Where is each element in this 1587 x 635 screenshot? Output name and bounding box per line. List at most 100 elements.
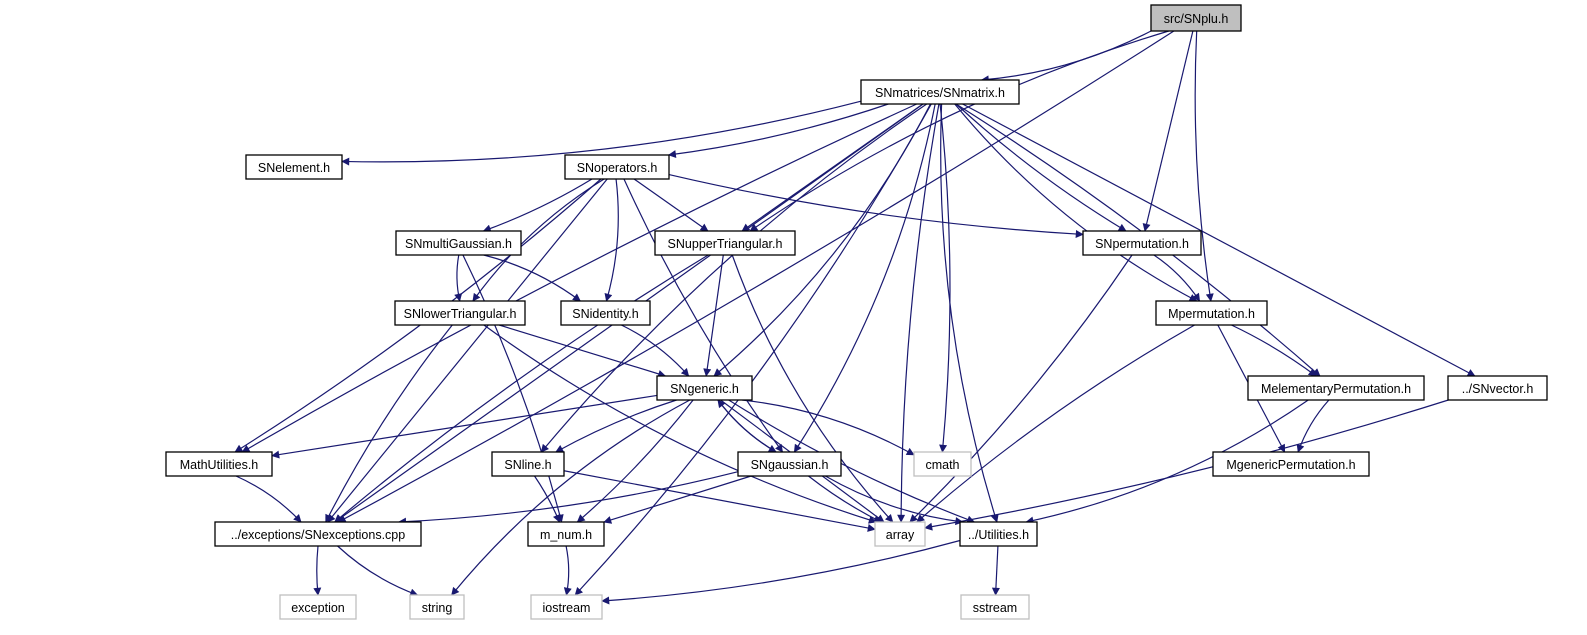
node-box[interactable]	[656, 375, 753, 401]
node-snvector[interactable]: ../SNvector.h	[1447, 375, 1548, 401]
node-box[interactable]	[860, 79, 1020, 105]
edge-snline-to-mnum	[534, 475, 561, 523]
edge-snidentity-to-sngeneric	[621, 324, 690, 377]
node-box[interactable]	[491, 451, 565, 477]
node-sstream[interactable]: sstream	[960, 594, 1030, 620]
node-box[interactable]	[1447, 375, 1548, 401]
node-label: MelementaryPermutation.h	[1261, 382, 1411, 396]
edge-snlowertriangular-to-array	[483, 324, 877, 524]
node-snelement[interactable]: SNelement.h	[245, 154, 343, 180]
node-label: ../exceptions/SNexceptions.cpp	[231, 528, 405, 542]
node-box[interactable]	[1155, 300, 1268, 326]
edge-sngaussian-to-array	[808, 475, 882, 523]
edge-sngeneric-to-utilities	[728, 399, 976, 524]
node-snuppertriangular[interactable]: SNupperTriangular.h	[654, 230, 796, 256]
edge-snplu-to-snpermutation	[1142, 30, 1194, 232]
edge-snmatrix-to-mpermutation	[954, 103, 1198, 302]
node-label: SNmatrices/SNmatrix.h	[875, 86, 1005, 100]
node-label: SNupperTriangular.h	[668, 237, 783, 251]
node-label: ../SNvector.h	[1462, 382, 1534, 396]
edge-sngeneric-to-string	[451, 399, 691, 596]
edge-utilities-to-iostream	[601, 539, 961, 605]
edge-snmatrix-to-mathutilities	[241, 103, 917, 453]
node-label: SNelement.h	[258, 161, 330, 175]
edge-snuppertriangular-to-sngeneric	[703, 254, 724, 377]
edge-snpermutation-to-array	[909, 254, 1133, 523]
node-box[interactable]	[214, 521, 422, 547]
node-box[interactable]	[1247, 375, 1425, 401]
edge-melementary-to-mgeneric	[1296, 399, 1330, 453]
edge-snplu-to-snmatrix	[980, 30, 1152, 84]
node-label: m_num.h	[540, 528, 592, 542]
node-utilities[interactable]: ../Utilities.h	[959, 521, 1038, 547]
edge-snmultigaussian-to-mnum	[462, 254, 564, 523]
edge-sngeneric-to-sngaussian	[717, 399, 777, 453]
node-snmatrix[interactable]: SNmatrices/SNmatrix.h	[860, 79, 1020, 105]
node-label: exception	[291, 601, 345, 615]
node-box[interactable]	[564, 154, 670, 180]
edge-snuppertriangular-to-array	[731, 254, 894, 523]
node-array[interactable]: array	[874, 521, 926, 547]
node-box[interactable]	[960, 594, 1030, 620]
node-box[interactable]	[527, 521, 605, 547]
node-snlowertriangular[interactable]: SNlowerTriangular.h	[394, 300, 526, 326]
node-exception[interactable]: exception	[279, 594, 357, 620]
edge-snexceptions-to-string	[337, 545, 419, 597]
node-snmultigaussian[interactable]: SNmultiGaussian.h	[395, 230, 522, 256]
node-box[interactable]	[165, 451, 273, 477]
node-iostream[interactable]: iostream	[530, 594, 603, 620]
edge-sngeneric-to-mnum	[576, 399, 694, 523]
edge-mathutilities-to-snexceptions	[235, 475, 302, 523]
node-box[interactable]	[245, 154, 343, 180]
edge-snmatrix-to-cmath	[939, 103, 951, 453]
edge-snexceptions-to-exception	[313, 545, 322, 596]
node-box[interactable]	[409, 594, 465, 620]
node-box[interactable]	[874, 521, 926, 547]
node-box[interactable]	[1150, 4, 1242, 32]
node-snoperators[interactable]: SNoperators.h	[564, 154, 670, 180]
edge-sngaussian-to-snexceptions	[398, 471, 739, 526]
edge-snplu-to-mpermutation	[1194, 30, 1214, 302]
node-cmath[interactable]: cmath	[913, 451, 972, 477]
edge-snplu-to-snuppertriangular	[749, 30, 1169, 232]
node-box[interactable]	[560, 300, 651, 326]
node-box[interactable]	[959, 521, 1038, 547]
node-box[interactable]	[279, 594, 357, 620]
node-box[interactable]	[913, 451, 972, 477]
node-label: SNgeneric.h	[670, 382, 739, 396]
edge-mpermutation-to-array	[916, 324, 1195, 523]
node-label: ../Utilities.h	[968, 528, 1029, 542]
node-label: MathUtilities.h	[180, 458, 259, 472]
node-mnum[interactable]: m_num.h	[527, 521, 605, 547]
edge-snoperators-to-snuppertriangular	[633, 178, 709, 232]
node-sngeneric[interactable]: SNgeneric.h	[656, 375, 753, 401]
edge-snoperators-to-snexceptions	[327, 178, 608, 523]
node-snpermutation[interactable]: SNpermutation.h	[1082, 230, 1202, 256]
node-mathutilities[interactable]: MathUtilities.h	[165, 451, 273, 477]
edge-snmatrix-to-snoperators	[667, 103, 889, 159]
node-box[interactable]	[395, 230, 522, 256]
node-box[interactable]	[654, 230, 796, 256]
node-snexceptions[interactable]: ../exceptions/SNexceptions.cpp	[214, 521, 422, 547]
node-snplu[interactable]: src/SNplu.h	[1150, 4, 1242, 32]
node-mpermutation[interactable]: Mpermutation.h	[1155, 300, 1268, 326]
node-box[interactable]	[1082, 230, 1202, 256]
node-label: string	[422, 601, 453, 615]
node-string[interactable]: string	[409, 594, 465, 620]
node-box[interactable]	[394, 300, 526, 326]
node-snline[interactable]: SNline.h	[491, 451, 565, 477]
node-box[interactable]	[737, 451, 842, 477]
edge-snpermutation-to-mpermutation	[1153, 254, 1201, 302]
node-label: src/SNplu.h	[1164, 12, 1229, 26]
node-mgeneric[interactable]: MgenericPermutation.h	[1212, 451, 1370, 477]
edge-snmatrix-to-snvector	[962, 103, 1476, 377]
node-snidentity[interactable]: SNidentity.h	[560, 300, 651, 326]
node-box[interactable]	[530, 594, 603, 620]
node-melementary[interactable]: MelementaryPermutation.h	[1247, 375, 1425, 401]
edge-snlowertriangular-to-snexceptions	[325, 324, 453, 523]
node-box[interactable]	[1212, 451, 1370, 477]
node-label: SNoperators.h	[577, 161, 658, 175]
edge-snmultigaussian-to-snlowertriangular	[454, 254, 463, 302]
node-sngaussian[interactable]: SNgaussian.h	[737, 451, 842, 477]
node-label: sstream	[973, 601, 1017, 615]
